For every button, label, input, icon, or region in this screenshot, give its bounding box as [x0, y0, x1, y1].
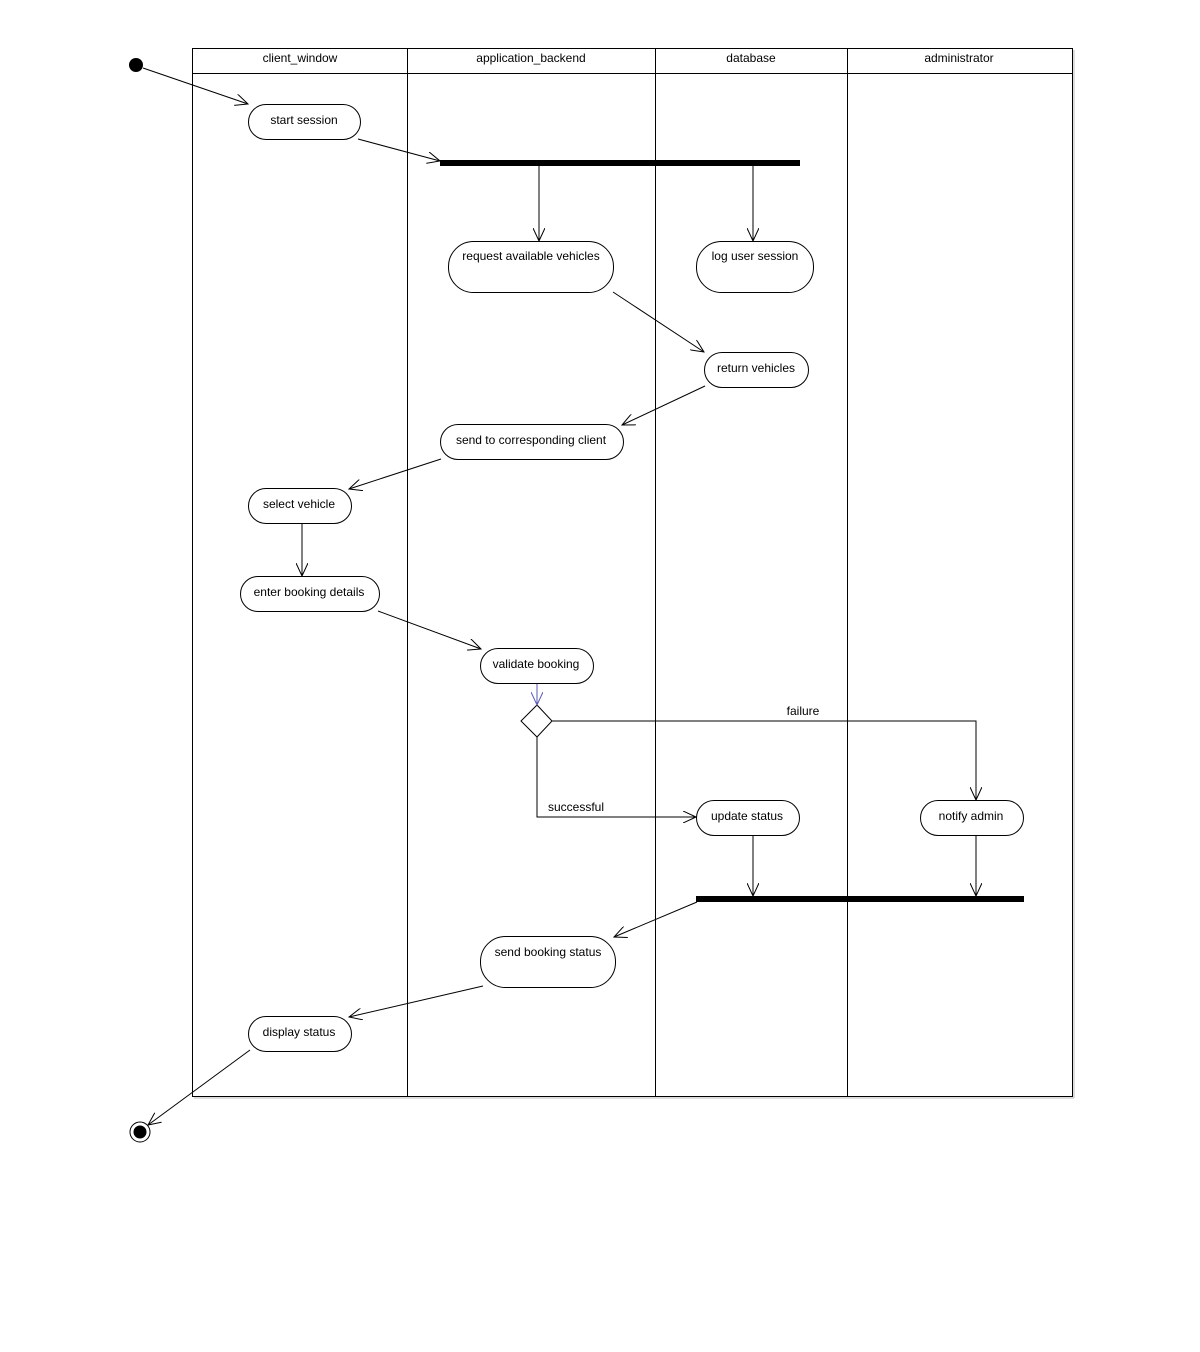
action-label-send-status: send booking status — [495, 945, 602, 959]
action-label-start-session: start session — [270, 113, 337, 127]
guard-successful: successful — [548, 800, 604, 814]
lane-title-client-window: client_window — [263, 51, 338, 65]
action-label-select-vehicle: select vehicle — [263, 497, 335, 511]
action-update-status: update status — [696, 800, 800, 836]
action-notify-admin: notify admin — [920, 800, 1024, 836]
action-label-update-status: update status — [711, 809, 783, 823]
swimlane-frame — [192, 48, 1075, 1099]
join-bar — [696, 896, 1024, 902]
flow-send-status-to-display — [349, 985, 484, 1017]
lane-title-database: database — [726, 51, 776, 65]
action-label-log-session: log user session — [712, 249, 799, 263]
action-send-to-client: send to corresponding client — [440, 424, 624, 460]
action-label-notify-admin: notify admin — [939, 809, 1004, 823]
flow-join-to-send-status — [614, 901, 698, 937]
initial-node — [129, 58, 143, 72]
flow-request-to-return-vehicles — [612, 291, 704, 352]
action-request-vehicles: request available vehicles — [448, 241, 614, 293]
action-log-session: log user session — [696, 241, 814, 293]
flow-initial-to-start-session — [142, 67, 248, 104]
action-label-send-to-client: send to corresponding client — [456, 433, 607, 447]
control-flows — [142, 67, 976, 1125]
action-enter-booking: enter booking details — [240, 576, 380, 612]
action-send-status: send booking status — [480, 936, 616, 988]
fork-bar — [440, 160, 800, 166]
flow-decision-failure — [552, 720, 976, 800]
action-display-status: display status — [248, 1016, 352, 1052]
flow-display-to-final — [148, 1049, 251, 1125]
action-start-session: start session — [248, 104, 361, 140]
guard-failure: failure — [787, 704, 820, 718]
flow-start-session-to-fork — [357, 138, 440, 161]
action-label-validate-booking: validate booking — [493, 657, 580, 671]
action-label-return-vehicles: return vehicles — [717, 361, 795, 375]
action-label-request-vehicles: request available vehicles — [462, 249, 599, 263]
flow-decision-successful — [536, 737, 696, 817]
decision-node — [520, 704, 553, 738]
lane-title-application-backend: application_backend — [476, 51, 585, 65]
final-node — [129, 1121, 151, 1143]
action-select-vehicle: select vehicle — [248, 488, 352, 524]
lane-title-administrator: administrator — [924, 51, 993, 65]
flow-enter-booking-to-validate — [377, 610, 481, 649]
action-return-vehicles: return vehicles — [704, 352, 809, 388]
flow-send-client-to-select-vehicle — [349, 458, 442, 489]
action-validate-booking: validate booking — [480, 648, 594, 684]
action-label-enter-booking: enter booking details — [254, 585, 365, 599]
flow-return-to-send-client — [622, 385, 706, 425]
action-label-display-status: display status — [263, 1025, 336, 1039]
